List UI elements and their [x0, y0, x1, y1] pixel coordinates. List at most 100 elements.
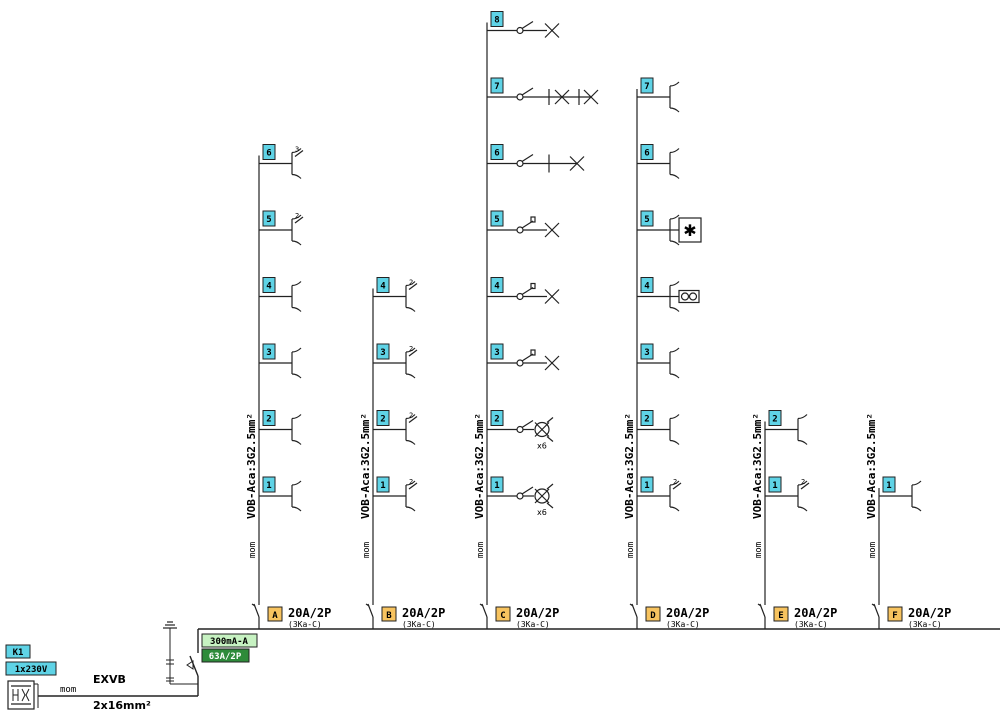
rcd-section: 300mA-A 63A/2P: [163, 621, 1000, 696]
cable-label: VOB-Aca:3G2.5mm²: [473, 413, 486, 519]
svg-text:2: 2: [673, 478, 677, 486]
circuit-tag: 7: [494, 82, 499, 92]
rcd-rating-box: [201, 648, 250, 663]
supply-cable-size: 2x16mm²: [93, 699, 151, 712]
breaker-curve: (3Ka-C): [794, 620, 828, 629]
install-label: mom: [476, 542, 486, 558]
circuit-tag-box: [490, 210, 504, 227]
breaker-tag-box: [267, 606, 283, 622]
svg-text:✱: ✱: [683, 221, 696, 240]
supply-cable-type: EXVB: [93, 673, 126, 686]
circuit-tag: 1: [886, 481, 891, 491]
circuit-tag-box: [768, 476, 782, 493]
svg-text:3: 3: [295, 146, 299, 154]
svg-text:2: 2: [801, 478, 805, 486]
circuit-tag-box: [768, 410, 782, 426]
circuit-c-8: 8: [487, 11, 560, 38]
circuit-tag: 4: [644, 282, 650, 292]
circuit-tag-box: [262, 210, 276, 227]
supply-voltage: 1x230V: [15, 665, 48, 675]
svg-text:2: 2: [409, 478, 413, 486]
cable-label: VOB-Aca:3G2.5mm²: [751, 413, 764, 519]
circuit-tag: 1: [266, 481, 271, 491]
circuit-tag-box: [490, 77, 504, 94]
circuit-d-2: 2: [637, 410, 680, 445]
breaker-tag-box: [773, 606, 789, 622]
supply-section: K1 1x230V mom EXVB 2x16mm²: [5, 644, 198, 712]
circuit-d-3: 3: [637, 343, 680, 379]
breaker-rating: 20A/2P: [402, 606, 445, 620]
breaker-tag-box: [381, 606, 397, 622]
circuit-tag-box: [490, 11, 504, 27]
cable-label: VOB-Aca:3G2.5mm²: [245, 413, 258, 519]
supply-voltage-box: [5, 661, 57, 676]
circuit-tag: 2: [266, 415, 271, 425]
circuit-d-4: 4: [637, 277, 700, 312]
circuit-tag-box: [262, 476, 276, 493]
circuit-c-7: 7: [487, 77, 599, 105]
circuit-tag: 1: [380, 481, 385, 491]
circuit-tag: 6: [644, 149, 649, 159]
svg-text:x6: x6: [537, 442, 547, 451]
circuit-tag: 1: [644, 481, 649, 491]
svg-text:2: 2: [409, 412, 413, 420]
cable-label: VOB-Aca:3G2.5mm²: [865, 413, 878, 519]
circuit-tag-box: [640, 210, 654, 227]
circuit-tag: 3: [644, 348, 649, 358]
circuit-tag: 4: [380, 282, 386, 292]
breaker-rating: 20A/2P: [666, 606, 709, 620]
circuit-tag-box: [640, 277, 654, 293]
circuit-tag-box: [262, 144, 276, 160]
breaker-tag: C: [500, 611, 505, 621]
install-label: mom: [868, 542, 878, 558]
circuit-tag: 2: [494, 415, 499, 425]
rcd-sensitivity-box: [201, 633, 258, 648]
circuit-tag: 3: [380, 348, 385, 358]
circuit-c-2: 2 x6: [487, 410, 554, 451]
circuit-c-6: 6: [487, 144, 585, 173]
circuit-d-5: 5✱: [637, 210, 702, 246]
breaker-tag-box: [495, 606, 511, 622]
circuit-tag: 1: [772, 481, 777, 491]
breaker-rating: 20A/2P: [288, 606, 331, 620]
cable-label: VOB-Aca:3G2.5mm²: [359, 413, 372, 519]
circuit-c-5: 5: [487, 210, 560, 238]
circuit-tag: 2: [380, 415, 385, 425]
cable-label: VOB-Aca:3G2.5mm²: [623, 413, 636, 519]
circuit-f-1: 1: [879, 476, 922, 512]
circuit-tag: 6: [494, 149, 499, 159]
circuit-tag: 8: [494, 16, 499, 26]
breaker-tag-box: [645, 606, 661, 622]
circuit-tag-box: [640, 77, 654, 94]
breaker-rating: 20A/2P: [794, 606, 837, 620]
breaker-tag: A: [272, 611, 278, 621]
circuit-tag: 5: [266, 215, 271, 225]
breaker-curve: (3Ka-C): [516, 620, 550, 629]
breaker-curve: (3Ka-C): [666, 620, 700, 629]
circuit-tag-box: [262, 343, 276, 360]
circuit-a-4: 4: [259, 277, 302, 312]
install-label: mom: [754, 542, 764, 558]
meter-icon: [7, 680, 35, 710]
circuit-tag: 5: [494, 215, 499, 225]
svg-text:2: 2: [409, 279, 413, 287]
rcd-trip-icon: [186, 660, 194, 670]
circuit-tag: 2: [772, 415, 777, 425]
circuit-tag-box: [490, 410, 504, 426]
circuit-d-6: 6: [637, 144, 680, 179]
circuit-tag-box: [640, 343, 654, 360]
circuit-c-4: 4: [487, 277, 560, 304]
circuit-tag-box: [376, 277, 390, 293]
circuit-tag: 7: [644, 82, 649, 92]
svg-text:2: 2: [409, 345, 413, 353]
